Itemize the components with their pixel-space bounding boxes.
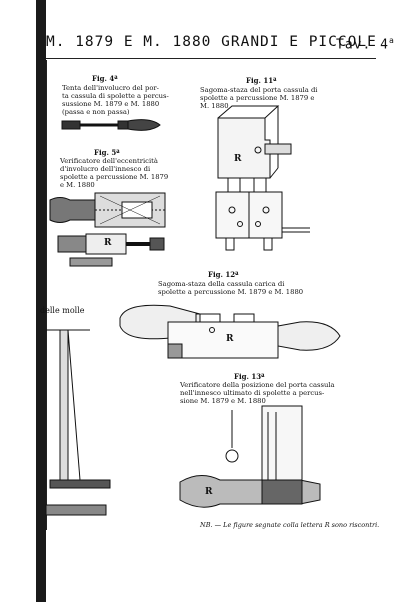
fig5-caption-3: spolette a percussione M. 1879 — [60, 173, 169, 181]
fig13-drawing — [179, 405, 321, 508]
frame-left-rule — [46, 60, 47, 530]
fig13-caption-2: nell'innesco ultimato di spolette a perc… — [180, 389, 325, 397]
fig13-caption-1: Verificatore della posizione del porta c… — [180, 381, 335, 389]
fig4-caption-3: sussione M. 1879 e M. 1880 — [62, 100, 160, 108]
fig5-caption-2: d'involucro dell'innesco di — [60, 165, 151, 173]
fig13-caption-3: sione M. 1879 e M. 1880 — [180, 397, 266, 405]
fig11-label: Fig. 11ª — [246, 76, 277, 85]
margin-text-molle: delle molle — [40, 306, 85, 315]
page-header-title: M. 1879 E M. 1880 GRANDI E PICCOLE — [46, 34, 377, 50]
fig12-label: Fig. 12ª — [208, 270, 239, 279]
fig4-caption-1: Tenta dell'involucro del por- — [62, 84, 159, 92]
fig5-r-label: R — [104, 238, 112, 248]
fig12-caption-2: spolette a percussione M. 1879 e M. 1880 — [158, 288, 304, 296]
binding-edge — [36, 0, 46, 602]
fig4-caption-4: (passa e non passa) — [62, 108, 130, 116]
fig11-r-label: R — [234, 154, 242, 164]
fig12-r-label: R — [226, 334, 234, 344]
fig4-caption-2: ta cassula di spolette a percus- — [62, 92, 169, 100]
fig5-caption-1: Verificatore dell'eccentricità — [60, 157, 158, 165]
plate-number: Tav. 4a — [336, 36, 395, 53]
fig4-label: Fig. 4ª — [92, 74, 118, 83]
fig12-caption-1: Sagoma-staza della cassula carica di — [158, 280, 285, 288]
fig5-drawing — [49, 192, 166, 267]
fig5-label: Fig. 5ª — [94, 148, 120, 157]
footnote: NB. — Le figure segnate colla lettera R … — [200, 521, 380, 529]
fig13-r-label: R — [205, 487, 213, 497]
fig11-caption-3: M. 1880 — [200, 102, 229, 110]
fig13-label: Fig. 13ª — [234, 372, 265, 381]
fig12-drawing — [119, 304, 341, 359]
margin-drawing — [45, 329, 111, 516]
fig4-drawing — [61, 119, 161, 131]
header-rule — [46, 58, 376, 59]
fig5-caption-4: e M. 1880 — [60, 181, 95, 189]
fig11-drawing — [215, 105, 310, 251]
fig11-caption-1: Sagoma-staza del porta cassula di — [200, 86, 318, 94]
fig11-caption-2: spolette a percussione M. 1879 e — [200, 94, 315, 102]
